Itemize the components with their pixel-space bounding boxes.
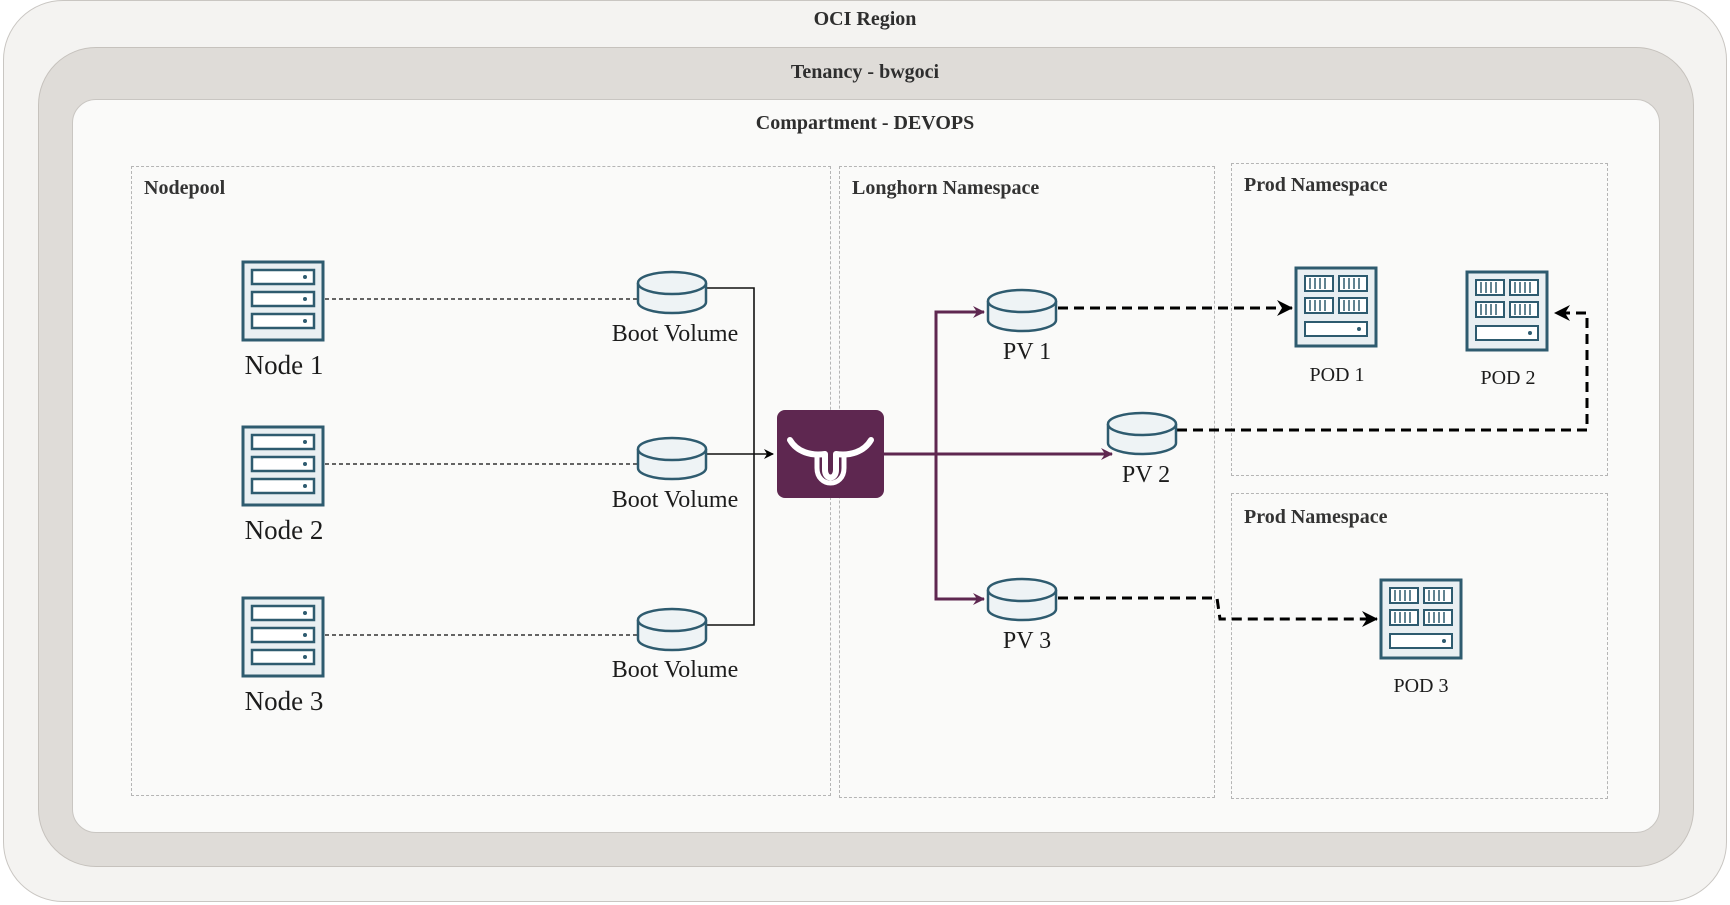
pod-1-label: POD 1 [1309, 364, 1365, 386]
longhorn-logo-icon [777, 410, 884, 498]
prod-namespace-bottom-group: Prod Namespace [1231, 493, 1608, 799]
disk-icon [636, 270, 708, 315]
compartment-title: Compartment - DEVOPS [755, 112, 975, 134]
prod-namespace-top-group: Prod Namespace [1231, 163, 1608, 476]
boot-volume-3-label: Boot Volume [611, 657, 739, 683]
pv2-to-pod2-arrow [1177, 305, 1589, 432]
pv-2-label: PV 2 [1121, 462, 1171, 488]
server-icon [241, 425, 325, 507]
node-3-label: Node 3 [244, 686, 324, 716]
pv3-to-pod3-arrow [1058, 596, 1378, 627]
server-icon [241, 260, 325, 342]
pod-icon [1465, 270, 1549, 352]
longhorn-namespace-title: Longhorn Namespace [852, 177, 1040, 199]
pv-1-label: PV 1 [1002, 339, 1052, 365]
prod-namespace-top-title: Prod Namespace [1244, 174, 1388, 196]
boot-volume-1-label: Boot Volume [611, 321, 739, 347]
region-title: OCI Region [813, 8, 917, 30]
server-icon [241, 596, 325, 678]
boot-volume-2-label: Boot Volume [611, 487, 739, 513]
pv-3-label: PV 3 [1002, 628, 1052, 654]
longhorn-to-pv1-arrow [934, 306, 985, 454]
pod-3-label: POD 3 [1393, 675, 1449, 697]
disk-icon [986, 288, 1058, 333]
disk-icon [636, 436, 708, 481]
disk-icon [636, 607, 708, 652]
disk-icon [1106, 411, 1178, 456]
tenancy-title: Tenancy - bwgoci [790, 61, 940, 83]
prod-namespace-bottom-title: Prod Namespace [1244, 506, 1388, 528]
node-2-label: Node 2 [244, 515, 324, 545]
disk-icon [986, 577, 1058, 622]
node-1-label: Node 1 [244, 350, 324, 380]
pod-2-label: POD 2 [1480, 367, 1536, 389]
longhorn-to-pv3-arrow [934, 454, 985, 605]
nodepool-title: Nodepool [144, 177, 226, 199]
volume-bus [706, 287, 755, 626]
pod-icon [1379, 578, 1463, 660]
pod-icon [1294, 266, 1378, 348]
